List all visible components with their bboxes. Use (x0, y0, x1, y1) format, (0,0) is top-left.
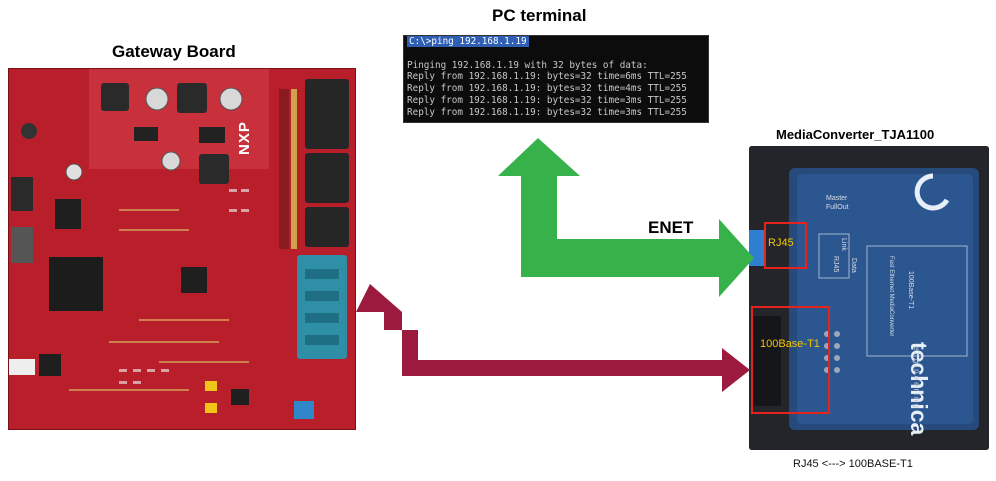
rj45-highlight-box (764, 222, 807, 269)
media-converter-title: MediaConverter_TJA1100 (776, 127, 935, 142)
media-converter-drawing (749, 146, 989, 450)
terminal-line: Reply from 192.168.1.19: bytes=32 time=3… (407, 106, 687, 118)
conversion-caption: RJ45 <---> 100BASE-T1 (793, 458, 913, 470)
terminal-prompt-line: C:\>ping 192.168.1.19 (404, 36, 708, 48)
t1-highlight-box (751, 306, 830, 414)
terminal-line: Reply from 192.168.1.19: bytes=32 time=6… (407, 71, 687, 83)
led-label-fullout: FullOut (826, 204, 849, 211)
t1-arrow (356, 284, 750, 392)
gateway-board-title: Gateway Board (112, 42, 236, 61)
enet-label: ENET (648, 218, 694, 237)
gateway-board-image: NXP (8, 68, 356, 430)
led-label-master: Master (826, 195, 848, 202)
pc-terminal-window: C:\>ping 192.168.1.19 Pinging 192.168.1.… (403, 35, 709, 123)
terminal-line: Reply from 192.168.1.19: bytes=32 time=4… (407, 83, 687, 95)
rj45-port-label: RJ45 (768, 237, 794, 249)
t1-port-label: 100Base-T1 (760, 338, 820, 350)
gateway-board-drawing (9, 69, 355, 429)
terminal-line: Reply from 192.168.1.19: bytes=32 time=3… (407, 94, 687, 106)
pc-terminal-title: PC terminal (492, 6, 587, 25)
terminal-line: Pinging 192.168.1.19 with 32 bytes of da… (407, 59, 648, 71)
media-converter-image: technica engineering Master FullOut Link… (749, 146, 989, 450)
enet-arrow (498, 138, 754, 297)
terminal-prompt: C:\>ping 192.168.1.19 (407, 36, 529, 47)
